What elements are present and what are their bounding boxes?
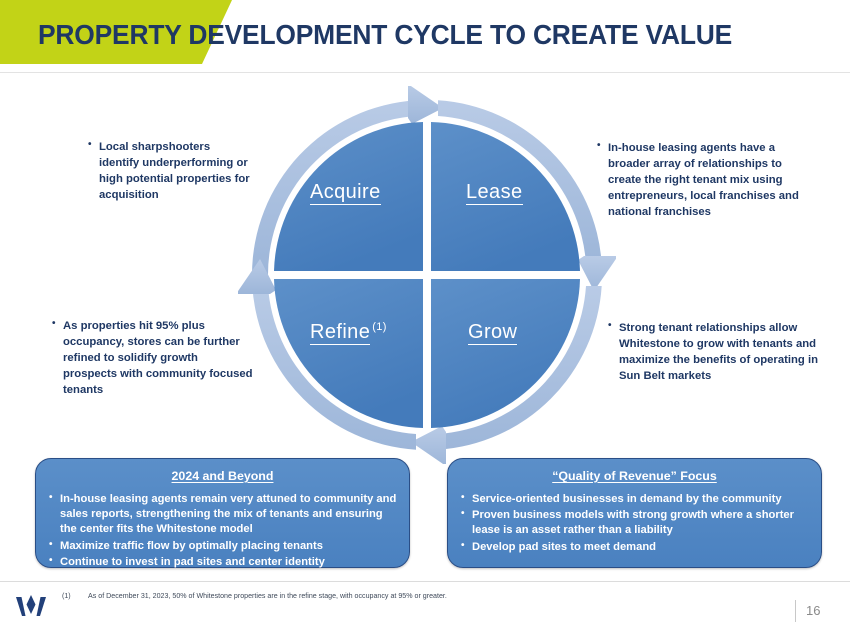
quadrant-label-grow[interactable]: Grow (468, 321, 518, 345)
quadrant-grow[interactable] (431, 279, 580, 428)
callout-box-right-list: Service-oriented businesses in demand by… (460, 491, 809, 555)
arrow-acquire-to-lease (252, 86, 443, 275)
header-green-banner (0, 0, 232, 64)
callout-box-2024-and-beyond: 2024 and Beyond In-house leasing agents … (35, 458, 410, 568)
callout-box-quality-of-revenue-focus: “Quality of Revenue” Focus Service-orien… (447, 458, 822, 568)
page-number: 16 (806, 603, 821, 618)
side-block-acquire-list: Local sharpshooters identify underperfor… (88, 138, 253, 203)
quadrant-label-acquire[interactable]: Acquire (310, 181, 381, 205)
quadrant-label-lease[interactable]: Lease (466, 181, 523, 205)
list-item: Maximize traffic flow by optimally placi… (48, 538, 397, 554)
callout-box-left-list: In-house leasing agents remain very attu… (48, 491, 397, 570)
list-item: Develop pad sites to meet demand (460, 539, 809, 555)
arrow-lease-to-grow (438, 100, 616, 291)
side-block-acquire: Local sharpshooters identify underperfor… (88, 138, 253, 203)
list-item: Proven business models with strong growt… (460, 507, 809, 538)
quadrant-label-grow-text: Grow (468, 321, 518, 345)
cycle-svg (238, 86, 616, 464)
quadrant-lease[interactable] (431, 122, 580, 271)
list-item: In-house leasing agents remain very attu… (48, 491, 397, 538)
whitestone-logo-icon (16, 595, 46, 616)
header-divider (0, 72, 850, 73)
arrow-refine-to-acquire (238, 259, 416, 450)
side-block-grow-list: Strong tenant relationships allow Whites… (608, 319, 820, 384)
arrow-grow-to-refine (411, 286, 602, 464)
side-block-lease: In-house leasing agents have a broader a… (597, 139, 815, 220)
list-item: Service-oriented businesses in demand by… (460, 491, 809, 507)
quadrant-acquire[interactable] (274, 122, 423, 271)
side-block-grow: Strong tenant relationships allow Whites… (608, 319, 820, 384)
slide-header: PROPERTY DEVELOPMENT CYCLE TO CREATE VAL… (0, 0, 850, 72)
side-block-refine-list: As properties hit 95% plus occupancy, st… (52, 317, 255, 398)
footer-divider (0, 581, 850, 582)
quadrant-label-refine[interactable]: Refine(1) (310, 321, 387, 345)
quadrant-label-lease-text: Lease (466, 181, 523, 205)
side-block-refine: As properties hit 95% plus occupancy, st… (52, 317, 255, 398)
quadrant-label-acquire-text: Acquire (310, 181, 381, 205)
quadrant-label-refine-footnote-ref: (1) (372, 321, 387, 334)
list-item: Strong tenant relationships allow Whites… (608, 319, 820, 384)
quadrant-label-refine-text: Refine (310, 321, 371, 345)
callout-box-right-title: “Quality of Revenue” Focus (552, 469, 717, 483)
footnote: (1) As of December 31, 2023, 50% of White… (62, 592, 447, 601)
list-item: In-house leasing agents have a broader a… (597, 139, 815, 220)
list-item: As properties hit 95% plus occupancy, st… (52, 317, 255, 398)
cycle-quadrants (274, 122, 580, 428)
page-title: PROPERTY DEVELOPMENT CYCLE TO CREATE VAL… (38, 19, 733, 50)
callout-box-left-title: 2024 and Beyond (171, 469, 274, 483)
footnote-marker: (1) (62, 592, 71, 600)
list-item: Local sharpshooters identify underperfor… (88, 138, 253, 203)
list-item: Continue to invest in pad sites and cent… (48, 554, 397, 570)
footnote-text: As of December 31, 2023, 50% of Whitesto… (88, 592, 447, 600)
property-development-cycle-diagram: Acquire Lease Refine(1) Grow (238, 86, 616, 464)
page-number-divider (795, 600, 796, 622)
side-block-lease-list: In-house leasing agents have a broader a… (597, 139, 815, 220)
quadrant-refine[interactable] (274, 279, 423, 428)
